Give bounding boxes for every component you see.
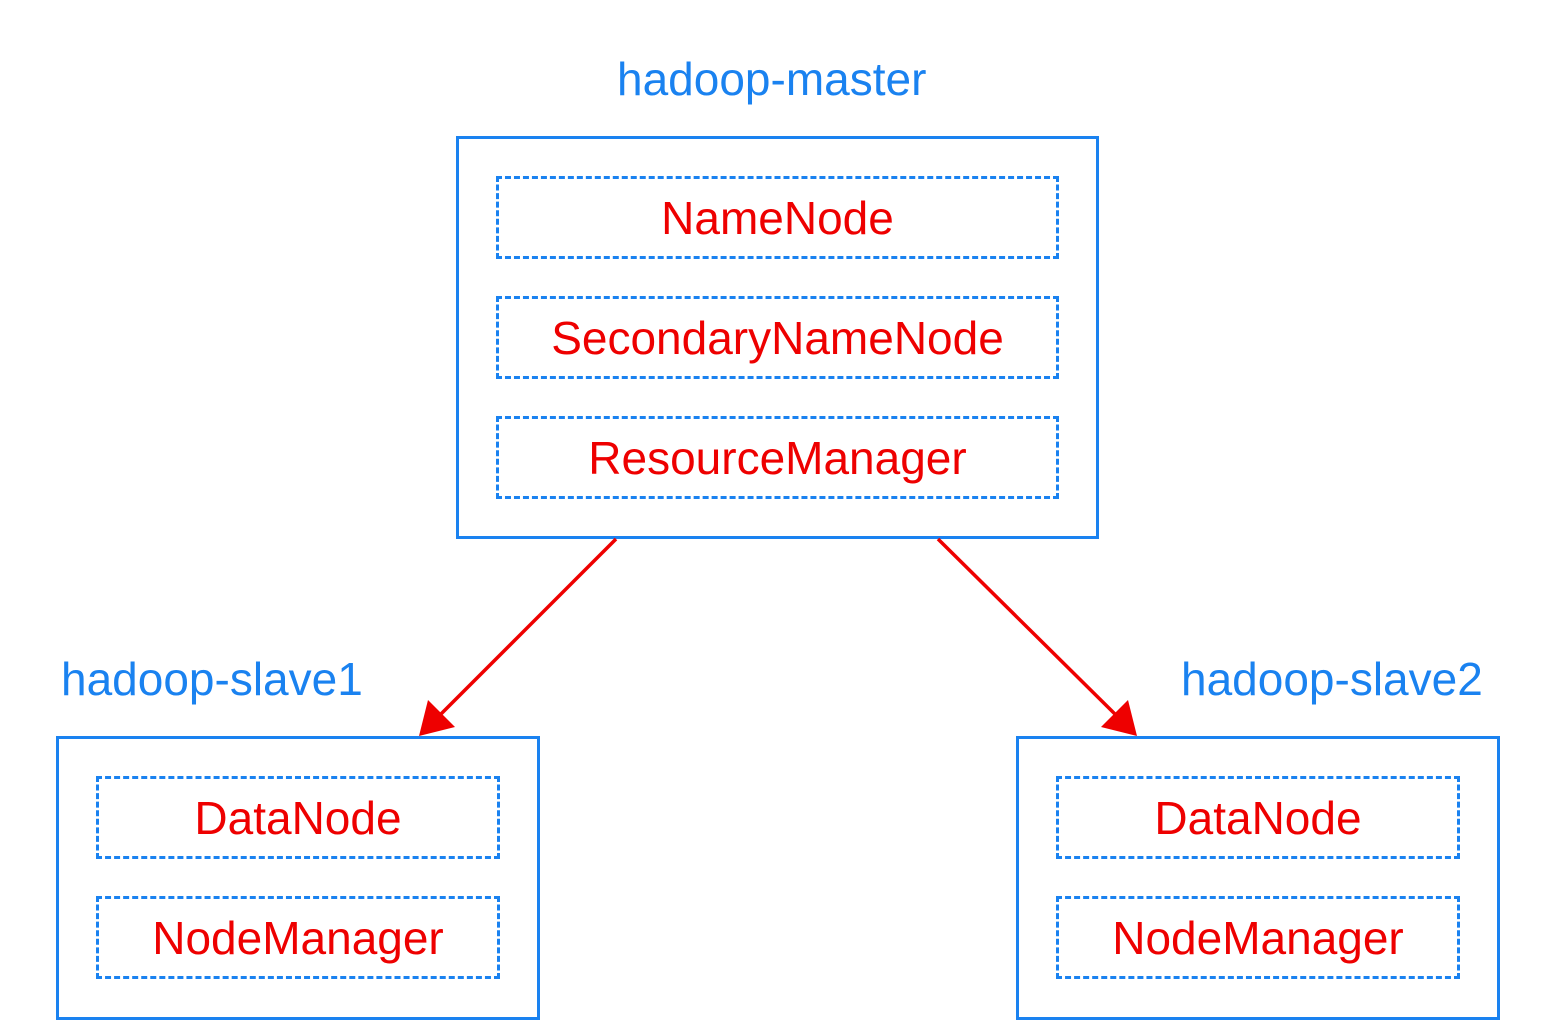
master-title: hadoop-master — [617, 53, 927, 105]
slave2-node-box — [1016, 736, 1500, 1020]
slave2-title: hadoop-slave2 — [1181, 653, 1483, 705]
slave2-process-datanode: DataNode — [1056, 776, 1460, 859]
master-node-box — [456, 136, 1099, 539]
slave2-process-nodemanager: NodeManager — [1056, 896, 1460, 979]
arrow-master-to-slave1 — [432, 537, 618, 723]
master-process-secondarynamenode: SecondaryNameNode — [496, 296, 1059, 379]
slave1-process-nodemanager: NodeManager — [96, 896, 500, 979]
slave1-process-datanode: DataNode — [96, 776, 500, 859]
master-process-resourcemanager: ResourceManager — [496, 416, 1059, 499]
slave1-node-box — [56, 736, 540, 1020]
master-process-namenode: NameNode — [496, 176, 1059, 259]
slave1-title: hadoop-slave1 — [61, 653, 363, 705]
arrow-master-to-slave2 — [936, 537, 1124, 723]
arrowhead-slave1 — [419, 700, 455, 736]
arrowhead-slave2 — [1101, 700, 1137, 736]
